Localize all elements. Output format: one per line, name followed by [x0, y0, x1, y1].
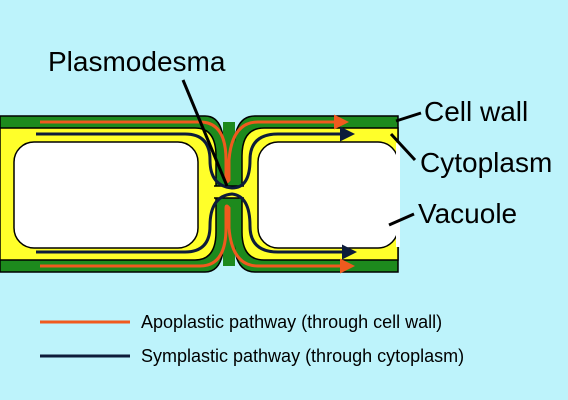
vacuole-layer	[13, 141, 400, 249]
plasmodesma-leader	[181, 79, 229, 187]
plasmodesma-label: Plasmodesma	[48, 46, 226, 77]
leader-lines	[181, 79, 422, 227]
right-vacuole	[257, 141, 399, 249]
vacuole-label: Vacuole	[418, 198, 517, 229]
cell-wall-leader	[395, 111, 422, 123]
legend-apoplastic-label: Apoplastic pathway (through cell wall)	[141, 312, 442, 332]
cell-wall-label: Cell wall	[424, 96, 528, 127]
apoplastic-arrow-bottom	[40, 204, 355, 274]
symplastic-arrows	[36, 126, 357, 260]
left-vacuole	[13, 141, 199, 249]
legend-symplastic-label: Symplastic pathway (through cytoplasm)	[141, 346, 464, 366]
cytoplasm-leader	[389, 132, 417, 162]
symplastic-arrow-bottom	[36, 192, 357, 260]
cytoplasm-label: Cytoplasm	[420, 147, 552, 178]
symplastic-arrow-top	[36, 126, 355, 190]
legend: Apoplastic pathway (through cell wall) S…	[40, 312, 464, 366]
vacuole-leader	[388, 212, 415, 227]
